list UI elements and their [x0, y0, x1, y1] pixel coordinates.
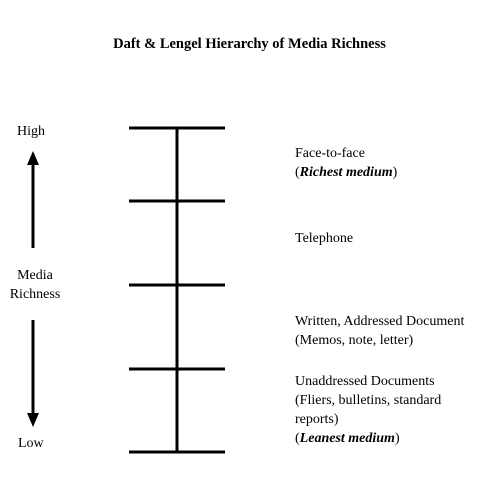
up-arrow-head: [27, 151, 39, 165]
level-note: (Memos, note, letter): [295, 333, 414, 348]
low-label: Low: [18, 436, 44, 451]
level-note: (Richest medium): [295, 165, 398, 180]
media-richness-line1: Media: [17, 268, 53, 283]
level-name: Telephone: [295, 231, 354, 246]
level-note: (Fliers, bulletins, standard: [295, 393, 442, 408]
level-name: Unaddressed Documents: [295, 374, 435, 389]
high-label: High: [17, 124, 45, 139]
media-richness-line2: Richness: [9, 287, 61, 302]
level-note-emph: (Leanest medium): [295, 431, 400, 446]
down-arrow-head: [27, 413, 39, 427]
richest-medium-emphasis: Richest medium: [299, 165, 393, 180]
diagram-title: Daft & Lengel Hierarchy of Media Richnes…: [113, 36, 386, 52]
level-name: Face-to-face: [295, 146, 365, 161]
level-unaddressed-documents: Unaddressed Documents (Fliers, bulletins…: [295, 372, 441, 448]
leanest-medium-emphasis: Leanest medium: [299, 431, 395, 446]
level-name: Written, Addressed Document: [295, 314, 465, 329]
media-richness-label: Media Richness: [2, 266, 68, 304]
level-written-document: Written, Addressed Document (Memos, note…: [295, 312, 464, 350]
level-telephone: Telephone: [295, 229, 353, 248]
level-face-to-face: Face-to-face (Richest medium): [295, 144, 397, 182]
level-note-cont: reports): [295, 412, 339, 427]
